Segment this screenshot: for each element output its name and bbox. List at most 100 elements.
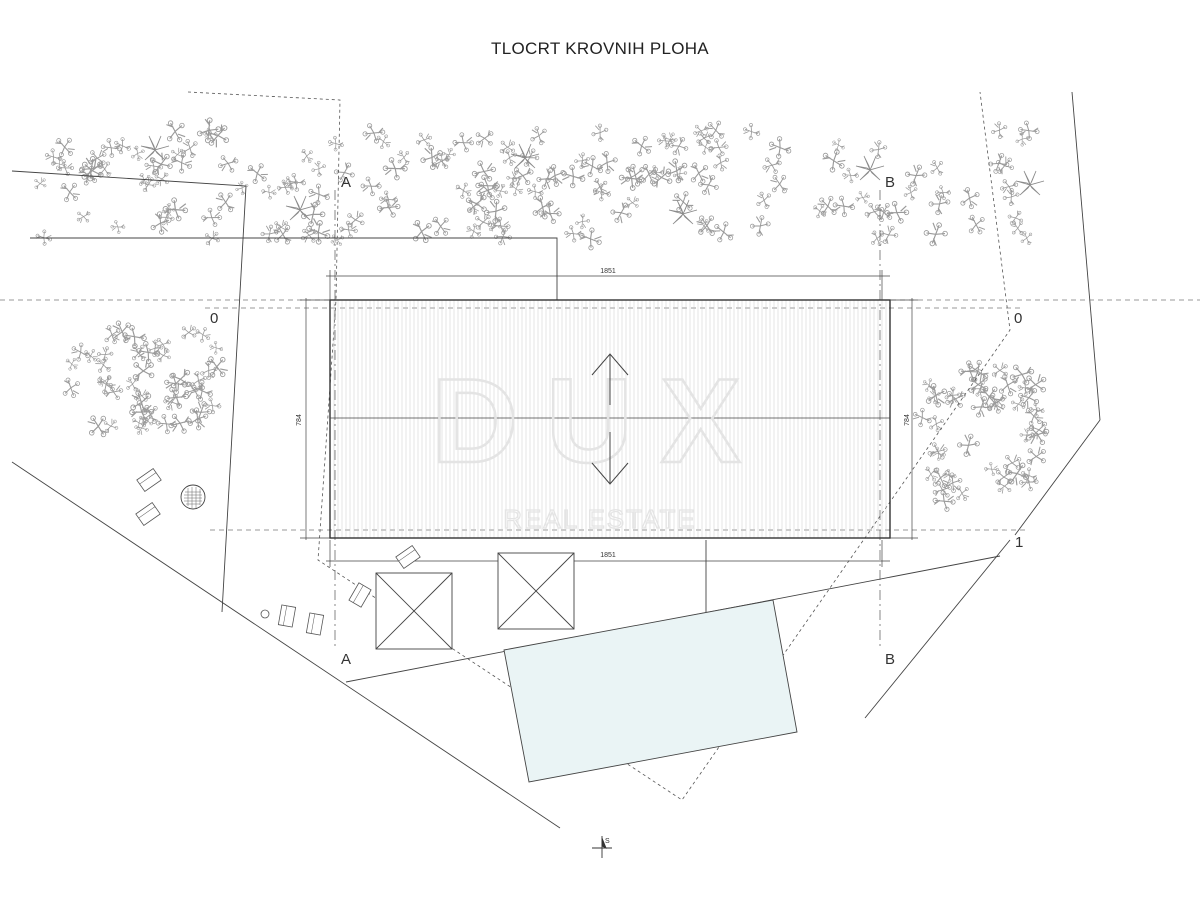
vegetation-left bbox=[61, 320, 230, 439]
leaf-cluster-icon bbox=[755, 191, 772, 210]
leaf-cluster-icon bbox=[133, 338, 163, 368]
leaf-cluster-icon bbox=[840, 166, 861, 186]
leaf-cluster-icon bbox=[629, 132, 655, 159]
leaf-cluster-icon bbox=[925, 189, 953, 218]
leaf-cluster-icon bbox=[854, 190, 871, 205]
leaf-cluster-icon bbox=[704, 118, 727, 143]
section-mark-b-bottom: B bbox=[885, 651, 895, 668]
leaf-cluster-icon bbox=[167, 367, 195, 393]
leaf-cluster-icon bbox=[1014, 130, 1031, 148]
leaf-cluster-icon bbox=[309, 159, 328, 178]
leaf-cluster-icon bbox=[997, 373, 1019, 398]
leaf-cluster-icon bbox=[1023, 373, 1048, 395]
leaf-cluster-icon bbox=[1006, 209, 1026, 228]
section-mark-a-top: A bbox=[341, 174, 351, 191]
leaf-cluster-icon bbox=[876, 222, 901, 247]
leaf-cluster-icon bbox=[955, 485, 970, 502]
leaf-cluster-icon bbox=[396, 149, 411, 166]
leaf-cluster-icon bbox=[592, 177, 609, 196]
leaf-cluster-icon bbox=[344, 209, 367, 230]
leaf-cluster-icon bbox=[234, 179, 250, 196]
drawing-title: TLOCRT KROVNIH PLOHA bbox=[491, 39, 709, 58]
leaf-cluster-icon bbox=[214, 190, 236, 214]
leaf-cluster-icon bbox=[511, 166, 534, 186]
leaf-cluster-icon bbox=[375, 194, 403, 220]
leaf-cluster-icon bbox=[272, 223, 292, 246]
palm-icon bbox=[1015, 170, 1045, 196]
leaf-cluster-icon bbox=[953, 430, 983, 460]
vegetation-right bbox=[909, 357, 1051, 514]
leaf-cluster-icon bbox=[165, 119, 186, 143]
north-arrow-icon bbox=[592, 836, 612, 858]
dashed-plot-outline bbox=[187, 91, 1011, 801]
leaf-cluster-icon bbox=[959, 186, 982, 211]
leaf-cluster-icon bbox=[111, 320, 132, 344]
leaf-cluster-icon bbox=[820, 145, 849, 176]
watermark-brand: DUX bbox=[431, 354, 768, 488]
leaf-cluster-icon bbox=[524, 182, 546, 203]
leaf-cluster-icon bbox=[608, 200, 635, 227]
axis-label-left-0: 0 bbox=[210, 310, 218, 327]
leaf-cluster-icon bbox=[489, 214, 513, 237]
leaf-cluster-icon bbox=[198, 359, 220, 382]
leaf-cluster-icon bbox=[999, 178, 1019, 197]
leaf-cluster-icon bbox=[765, 133, 794, 163]
leaf-cluster-icon bbox=[153, 412, 179, 437]
garden-furniture bbox=[135, 468, 421, 636]
leaf-cluster-icon bbox=[1008, 363, 1036, 387]
leaf-cluster-icon bbox=[967, 214, 986, 235]
leaf-cluster-icon bbox=[470, 158, 498, 184]
leaf-cluster-icon bbox=[933, 183, 953, 202]
leaf-cluster-icon bbox=[325, 134, 346, 154]
leaf-cluster-icon bbox=[450, 129, 477, 155]
leaf-cluster-icon bbox=[86, 413, 109, 439]
axis-label-right-0: 0 bbox=[1014, 310, 1022, 327]
leaf-cluster-icon bbox=[929, 160, 944, 176]
leaf-cluster-icon bbox=[300, 148, 314, 164]
leaf-cluster-icon bbox=[68, 340, 92, 365]
leaf-cluster-icon bbox=[993, 467, 1015, 486]
leaf-cluster-icon bbox=[864, 201, 885, 221]
leaf-cluster-icon bbox=[76, 210, 92, 224]
slope-arrow-up-icon bbox=[591, 353, 629, 405]
leaf-cluster-icon bbox=[989, 119, 1009, 141]
leaf-cluster-icon bbox=[1009, 396, 1028, 413]
leaf-cluster-icon bbox=[305, 181, 333, 209]
leaf-cluster-icon bbox=[205, 353, 230, 380]
leaf-cluster-icon bbox=[982, 460, 1001, 478]
leaf-cluster-icon bbox=[924, 466, 939, 482]
leaf-cluster-icon bbox=[98, 136, 124, 161]
round-grate-icon bbox=[180, 484, 206, 510]
leaf-cluster-icon bbox=[1015, 118, 1042, 144]
slope-arrow-down-icon bbox=[591, 432, 629, 485]
leaf-cluster-icon bbox=[811, 202, 829, 220]
swimming-pool bbox=[503, 599, 798, 783]
leaf-cluster-icon bbox=[529, 125, 548, 146]
leaf-cluster-icon bbox=[109, 218, 127, 236]
leaf-cluster-icon bbox=[508, 179, 525, 198]
leaf-cluster-icon bbox=[815, 193, 839, 220]
leaf-cluster-icon bbox=[217, 154, 240, 174]
leaf-cluster-icon bbox=[130, 413, 148, 432]
leaf-cluster-icon bbox=[199, 205, 225, 229]
leaf-cluster-icon bbox=[472, 211, 494, 232]
palm-icon bbox=[285, 195, 315, 221]
axis-label-right-1: 1 bbox=[1015, 534, 1023, 551]
leaf-cluster-icon bbox=[1025, 424, 1050, 447]
leaf-cluster-icon bbox=[990, 361, 1010, 379]
leaf-cluster-icon bbox=[902, 183, 919, 202]
leaf-cluster-icon bbox=[761, 156, 783, 176]
leaf-cluster-icon bbox=[595, 149, 620, 176]
leaf-cluster-icon bbox=[417, 142, 445, 172]
leaf-cluster-icon bbox=[207, 339, 225, 357]
leaf-cluster-icon bbox=[993, 154, 1016, 176]
leaf-cluster-icon bbox=[901, 161, 930, 190]
leaf-cluster-icon bbox=[615, 164, 647, 194]
leaf-cluster-icon bbox=[920, 218, 951, 249]
dimension-right-width: 784 bbox=[904, 414, 911, 426]
leaf-cluster-icon bbox=[415, 131, 433, 147]
leaf-cluster-icon bbox=[53, 134, 77, 160]
leaf-cluster-icon bbox=[589, 121, 610, 144]
watermark-tagline: REAL ESTATE bbox=[503, 504, 696, 534]
leaf-cluster-icon bbox=[710, 219, 736, 246]
